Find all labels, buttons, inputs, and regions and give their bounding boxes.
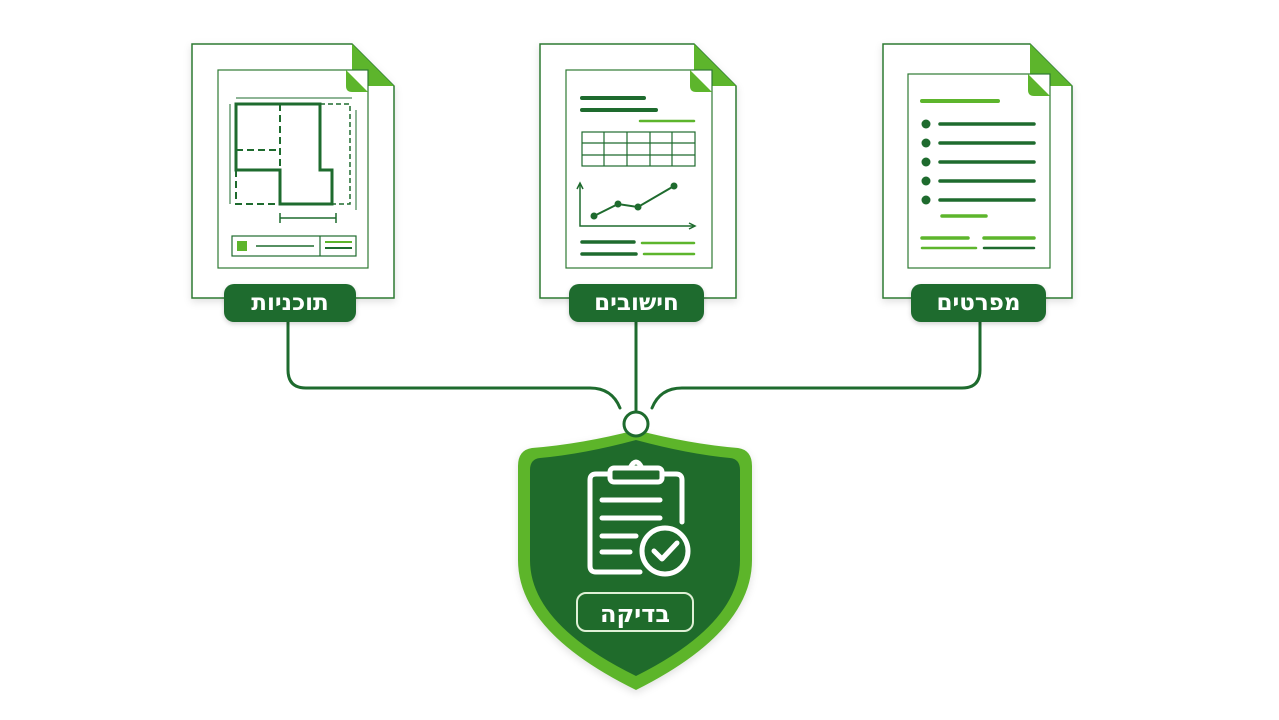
document-calculations (539, 43, 737, 299)
floor-plan-icon (229, 97, 357, 223)
label-specifications: מפרטים (911, 284, 1046, 322)
page-inner (907, 73, 1051, 269)
title-block (231, 235, 357, 257)
bullet-list-icon (920, 99, 1036, 250)
document-plans (191, 43, 395, 299)
shield-inner (530, 440, 740, 676)
connector-lines (286, 318, 982, 412)
review-shield (518, 410, 752, 690)
label-plans: תוכניות (224, 284, 356, 322)
clipboard-check-icon (587, 459, 691, 577)
chart-spreadsheet-icon (576, 96, 697, 256)
inner-fold (690, 70, 712, 92)
inner-fold (1028, 74, 1050, 96)
connector-specs (650, 318, 982, 410)
connector-node (622, 410, 650, 438)
inner-fold (346, 70, 368, 92)
document-specifications (882, 43, 1073, 299)
label-review: בדיקה (576, 592, 694, 632)
label-calculations: חישובים (569, 284, 704, 322)
connector-plans (286, 318, 622, 410)
page-inner (565, 69, 713, 269)
